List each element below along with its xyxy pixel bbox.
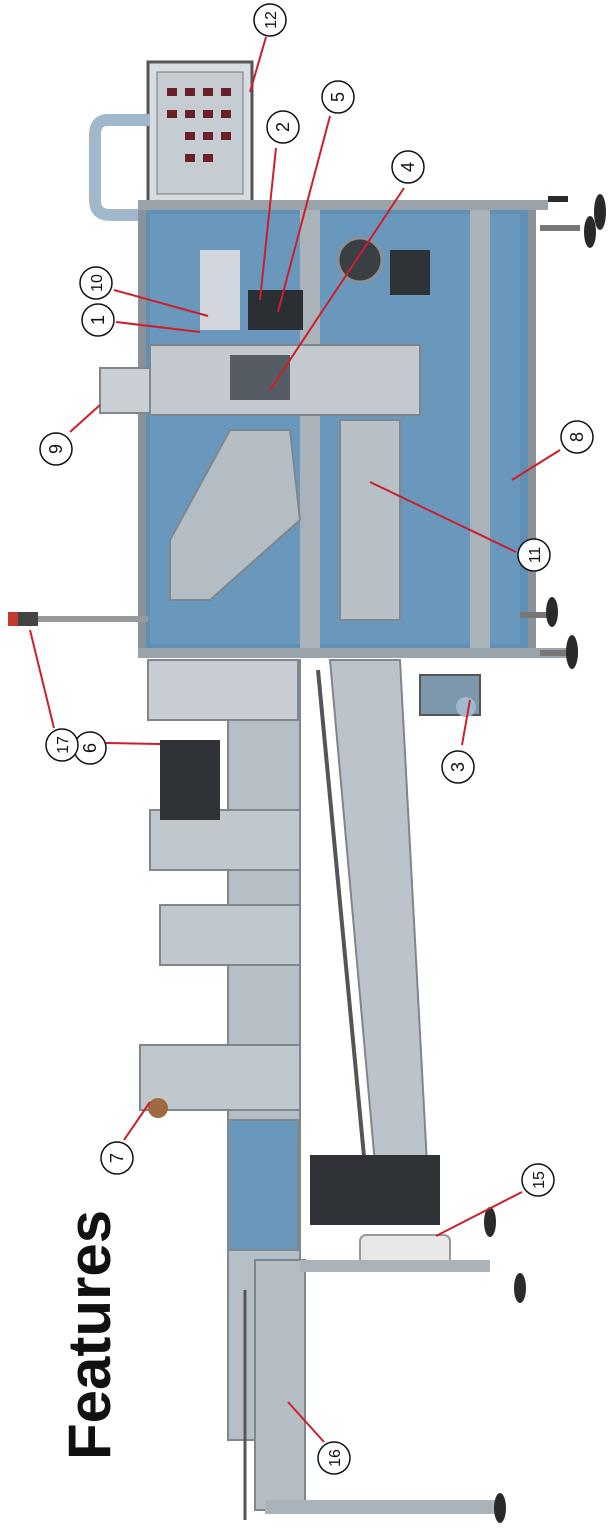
callout-10: 10 xyxy=(79,266,113,300)
callout-2-number: 2 xyxy=(273,122,293,132)
callout-10-number: 10 xyxy=(89,274,106,292)
callout-17: 17 xyxy=(45,728,79,762)
leader-lines xyxy=(29,36,561,1443)
callout-8-number: 8 xyxy=(567,432,587,442)
callout-15: 15 xyxy=(521,1163,555,1197)
callout-16: 16 xyxy=(317,1441,351,1475)
callout-7: 7 xyxy=(100,1141,134,1175)
callout-5: 5 xyxy=(321,80,355,114)
callout-4: 4 xyxy=(391,150,425,184)
callout-1-number: 1 xyxy=(88,315,108,325)
callout-6: 6 xyxy=(73,731,107,765)
callouts: 1 2 3 4 5 6 7 8 xyxy=(39,3,594,1475)
callout-7-number: 7 xyxy=(107,1153,127,1163)
control-box xyxy=(146,60,254,206)
machine-illustration xyxy=(8,60,606,1523)
callout-16-number: 16 xyxy=(327,1449,344,1467)
callout-2: 2 xyxy=(266,110,300,144)
callout-8: 8 xyxy=(560,420,594,454)
callout-4-number: 4 xyxy=(398,162,418,172)
conduit-pipe xyxy=(89,114,150,221)
callout-12-number: 12 xyxy=(263,11,280,29)
callout-11-number: 11 xyxy=(527,547,544,564)
page-title: Features xyxy=(56,1209,123,1460)
callout-5-number: 5 xyxy=(328,92,348,102)
callout-12: 12 xyxy=(253,3,287,37)
callout-3: 3 xyxy=(441,750,475,784)
callout-17-number: 17 xyxy=(55,736,72,754)
callout-3-number: 3 xyxy=(448,762,468,772)
callout-1: 1 xyxy=(81,303,115,337)
station-7 xyxy=(139,1044,301,1111)
callout-11: 11 xyxy=(517,538,551,572)
station-mid xyxy=(159,904,301,966)
callout-9: 9 xyxy=(39,432,73,466)
callout-15-number: 15 xyxy=(531,1171,548,1189)
callout-9-number: 9 xyxy=(46,444,66,454)
callout-6-number: 6 xyxy=(80,743,100,753)
